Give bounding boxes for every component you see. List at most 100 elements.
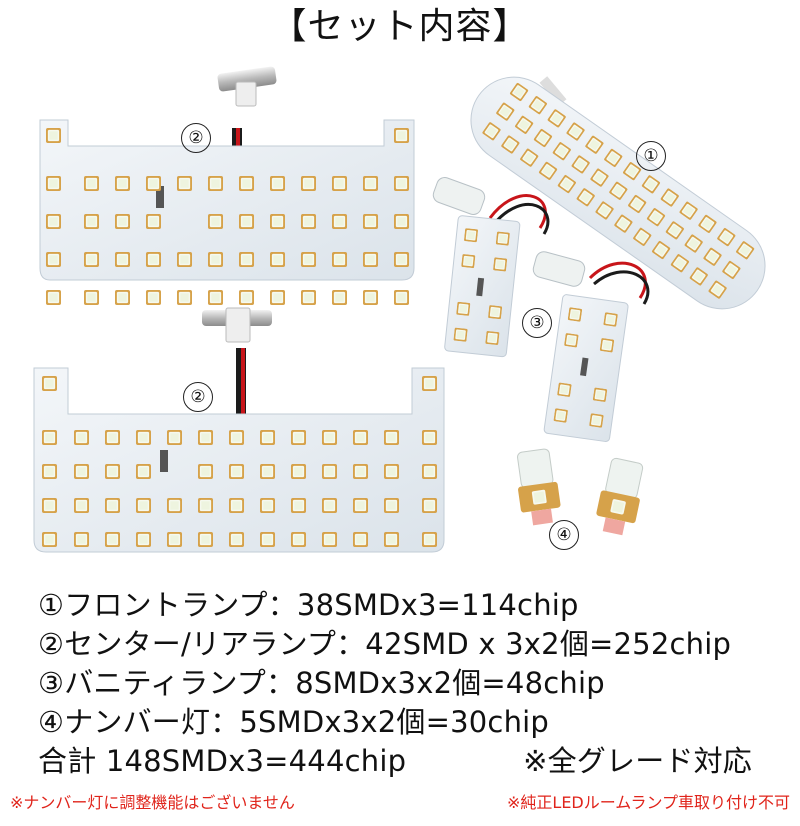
notes: ※ナンバー灯に調整機能はございません ※純正LEDルームランプ車取り付け不可 — [10, 792, 790, 814]
led-chip — [198, 430, 213, 445]
led-chip — [332, 214, 347, 229]
led-chip — [177, 290, 192, 305]
led-chip — [487, 305, 503, 320]
led-chip — [105, 532, 120, 547]
led-chip — [461, 253, 476, 269]
led-chip — [456, 301, 471, 316]
led-chip — [208, 290, 223, 305]
led-chip — [105, 464, 120, 479]
led-chip — [177, 176, 192, 191]
led-chip — [115, 214, 130, 229]
led-chip — [42, 376, 57, 391]
led-chip — [301, 290, 316, 305]
led-chip — [301, 176, 316, 191]
led-chip — [322, 498, 337, 513]
note-left: ※ナンバー灯に調整機能はございません — [10, 793, 295, 812]
led-chip — [229, 532, 244, 547]
led-chip — [363, 176, 378, 191]
led-chip — [270, 252, 285, 267]
label-center-bottom: ② — [183, 382, 213, 412]
led-chip — [46, 128, 61, 143]
led-chip — [115, 176, 130, 191]
label-front: ① — [636, 141, 666, 171]
led-chip — [198, 464, 213, 479]
led-chip — [46, 252, 61, 267]
led-chip — [353, 498, 368, 513]
led-chip — [136, 430, 151, 445]
led-chip — [353, 532, 368, 547]
led-chip — [422, 464, 437, 479]
led-chip — [384, 498, 399, 513]
spec-front: ①フロントランプ：38SMDx3=114chip — [38, 588, 579, 622]
led-chip — [422, 376, 437, 391]
led-chip — [332, 252, 347, 267]
led-chip — [322, 464, 337, 479]
led-chip — [167, 532, 182, 547]
led-chip — [301, 252, 316, 267]
led-chip — [353, 464, 368, 479]
spec-center: ②センター/リアランプ：42SMD x 3x2個=252chip — [38, 627, 732, 661]
led-chip — [84, 214, 99, 229]
led-chip — [260, 464, 275, 479]
led-chip — [229, 498, 244, 513]
led-chip — [394, 290, 409, 305]
led-chip — [74, 464, 89, 479]
led-chip — [599, 337, 615, 353]
number-lamp-bulb-left — [517, 448, 561, 526]
led-chip — [589, 413, 604, 428]
led-chip — [363, 214, 378, 229]
led-chip — [260, 430, 275, 445]
label-number: ④ — [549, 520, 579, 550]
led-chip — [208, 252, 223, 267]
led-chip — [453, 327, 468, 342]
led-chip — [291, 532, 306, 547]
led-chip — [553, 408, 569, 423]
led-chip — [46, 290, 61, 305]
led-chip — [322, 532, 337, 547]
led-chip — [564, 332, 579, 348]
led-chip — [567, 307, 583, 322]
led-chip — [84, 290, 99, 305]
led-chip — [84, 252, 99, 267]
led-chip — [394, 214, 409, 229]
led-chip — [74, 532, 89, 547]
label-center-top: ② — [181, 123, 211, 153]
led-chip — [239, 290, 254, 305]
spec-list: ①フロントランプ：38SMDx3=114chip ②センター/リアランプ：42S… — [38, 586, 798, 781]
led-chip — [394, 176, 409, 191]
spec-vanity: ③バニティランプ：8SMDx3x2個=48chip — [38, 666, 605, 700]
total-text: 合計 148SMDx3=444chip — [38, 744, 407, 778]
led-chip — [270, 290, 285, 305]
led-chip — [136, 464, 151, 479]
led-chip — [291, 464, 306, 479]
led-chip — [198, 532, 213, 547]
led-chip — [146, 176, 161, 191]
led-chip — [167, 430, 182, 445]
led-chip — [322, 430, 337, 445]
led-chip — [394, 252, 409, 267]
led-chip — [291, 430, 306, 445]
led-chip — [229, 430, 244, 445]
led-chip — [301, 214, 316, 229]
led-chip — [603, 312, 618, 327]
note-right: ※純正LEDルームランプ車取り付け不可 — [507, 793, 790, 812]
led-chip — [136, 532, 151, 547]
led-chip — [270, 214, 285, 229]
led-chip — [384, 430, 399, 445]
led-chip — [463, 228, 479, 243]
led-chip — [422, 532, 437, 547]
led-chip — [363, 290, 378, 305]
led-chip — [260, 498, 275, 513]
led-chip — [260, 532, 275, 547]
led-chip — [495, 231, 510, 246]
led-chip — [46, 176, 61, 191]
led-chip — [422, 430, 437, 445]
led-chip — [74, 430, 89, 445]
vanity-lamp-board-right — [532, 251, 650, 442]
led-chip — [239, 252, 254, 267]
led-chip — [332, 290, 347, 305]
led-chip — [105, 430, 120, 445]
led-chip — [198, 498, 213, 513]
led-chip — [136, 498, 151, 513]
led-chip — [105, 498, 120, 513]
